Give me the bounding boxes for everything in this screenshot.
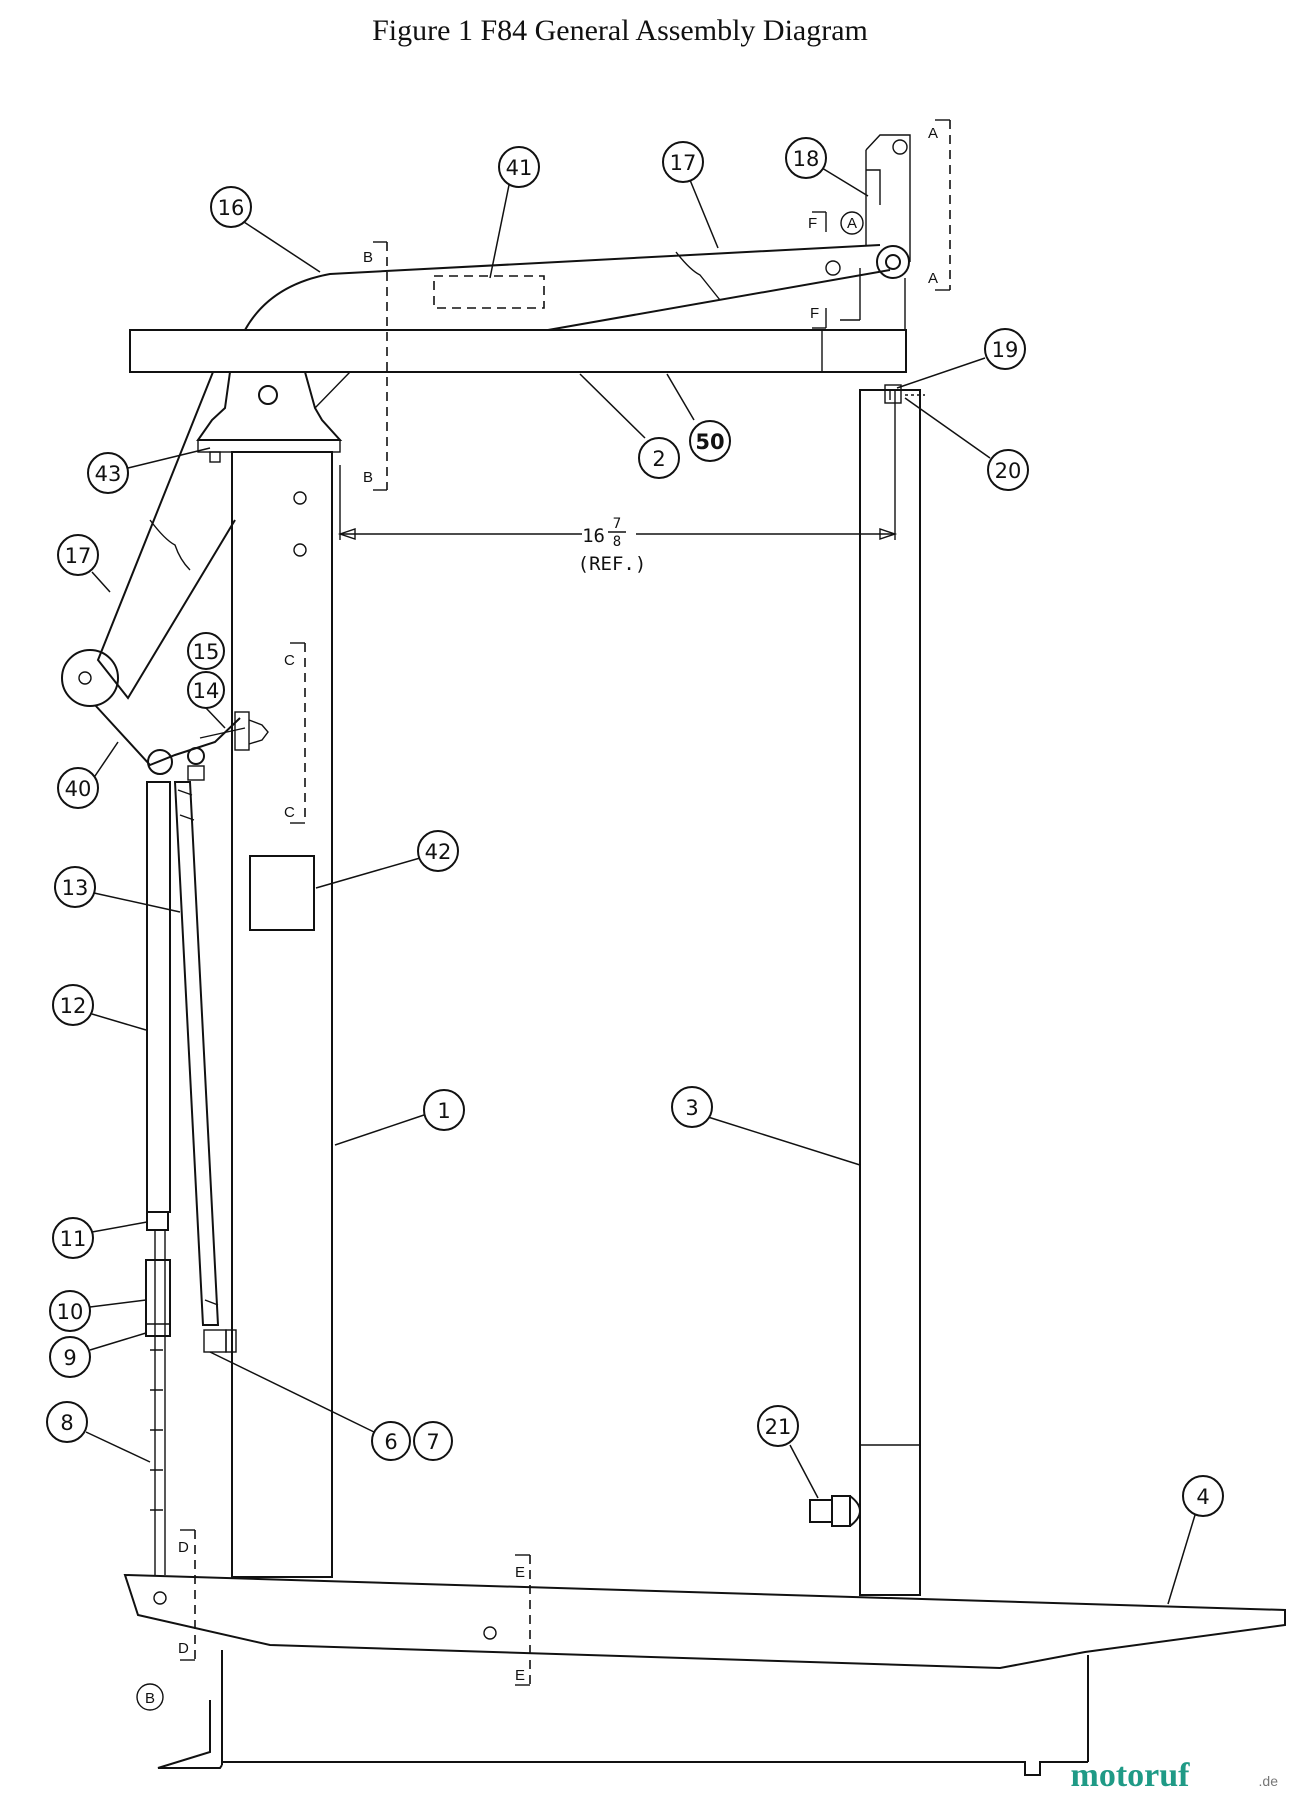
dimension-numerator: 7 bbox=[613, 516, 621, 532]
section-d-top: D bbox=[178, 1539, 189, 1556]
watermark: motoruf .de bbox=[1071, 1757, 1279, 1794]
dimension-denominator: 8 bbox=[613, 534, 621, 550]
section-d-bottom: D bbox=[178, 1640, 189, 1657]
callout-10: 10 bbox=[57, 1300, 84, 1324]
section-e-top: E bbox=[515, 1564, 525, 1581]
label-plate bbox=[249, 855, 315, 931]
top-arm bbox=[244, 134, 911, 331]
callout-40: 40 bbox=[65, 777, 92, 801]
callout-3: 3 bbox=[685, 1096, 698, 1120]
svg-text:A: A bbox=[847, 215, 857, 232]
section-cuts: A A B B C C D D E E F F bbox=[178, 119, 951, 1686]
callout-9: 9 bbox=[63, 1346, 76, 1370]
section-c-bottom: C bbox=[284, 804, 295, 821]
base bbox=[123, 1573, 1286, 1776]
callout-7: 7 bbox=[426, 1430, 439, 1454]
callout-12: 12 bbox=[60, 994, 87, 1018]
callout-11: 11 bbox=[60, 1227, 87, 1251]
callout-50: 50 bbox=[695, 430, 724, 454]
section-a-bottom: A bbox=[928, 270, 938, 287]
section-a-top: A bbox=[928, 125, 938, 142]
view-mark-a: A bbox=[840, 211, 864, 235]
lever bbox=[94, 704, 269, 781]
callout-17-side: 17 bbox=[65, 544, 92, 568]
dimension-width: 16 7 8 (REF.) bbox=[337, 390, 898, 575]
callout-6: 6 bbox=[384, 1430, 397, 1454]
callout-17-top: 17 bbox=[670, 151, 697, 175]
callout-42: 42 bbox=[425, 840, 452, 864]
section-e-bottom: E bbox=[515, 1667, 525, 1684]
dimension-note: (REF.) bbox=[578, 553, 647, 575]
callout-16: 16 bbox=[218, 196, 245, 220]
section-c-top: C bbox=[284, 652, 295, 669]
svg-text:B: B bbox=[145, 1690, 155, 1707]
callout-19: 19 bbox=[992, 338, 1019, 362]
bolt bbox=[809, 1495, 861, 1527]
section-b-bottom: B bbox=[363, 469, 373, 486]
right-column bbox=[859, 384, 925, 1596]
side-link bbox=[61, 371, 236, 707]
callout-2: 2 bbox=[652, 447, 665, 471]
top-beam bbox=[129, 329, 907, 373]
watermark-suffix: .de bbox=[1259, 1773, 1279, 1789]
section-f-top: F bbox=[808, 215, 817, 232]
figure-title: Figure 1 F84 General Assembly Diagram bbox=[372, 14, 868, 47]
callout-13: 13 bbox=[62, 876, 89, 900]
dimension-whole: 16 bbox=[582, 525, 605, 547]
watermark-text: motoruf bbox=[1071, 1757, 1191, 1794]
callout-15: 15 bbox=[193, 640, 220, 664]
callout-8: 8 bbox=[60, 1411, 73, 1435]
callout-18: 18 bbox=[793, 147, 820, 171]
section-b-top: B bbox=[363, 249, 373, 266]
rod-assembly bbox=[145, 781, 171, 1575]
callout-43: 43 bbox=[95, 462, 122, 486]
callout-4: 4 bbox=[1196, 1485, 1209, 1509]
spring bbox=[173, 781, 237, 1353]
callout-1: 1 bbox=[437, 1099, 450, 1123]
callout-41: 41 bbox=[506, 156, 533, 180]
section-f-bottom: F bbox=[810, 305, 819, 322]
callouts: 16 41 17 18 19 20 43 2 50 17 15 14 bbox=[46, 137, 1224, 1605]
view-mark-b: B bbox=[136, 1683, 164, 1711]
callout-14: 14 bbox=[193, 679, 220, 703]
hinge-block bbox=[196, 371, 351, 463]
left-column bbox=[231, 451, 333, 1578]
callout-20: 20 bbox=[995, 459, 1022, 483]
callout-21: 21 bbox=[765, 1415, 792, 1439]
